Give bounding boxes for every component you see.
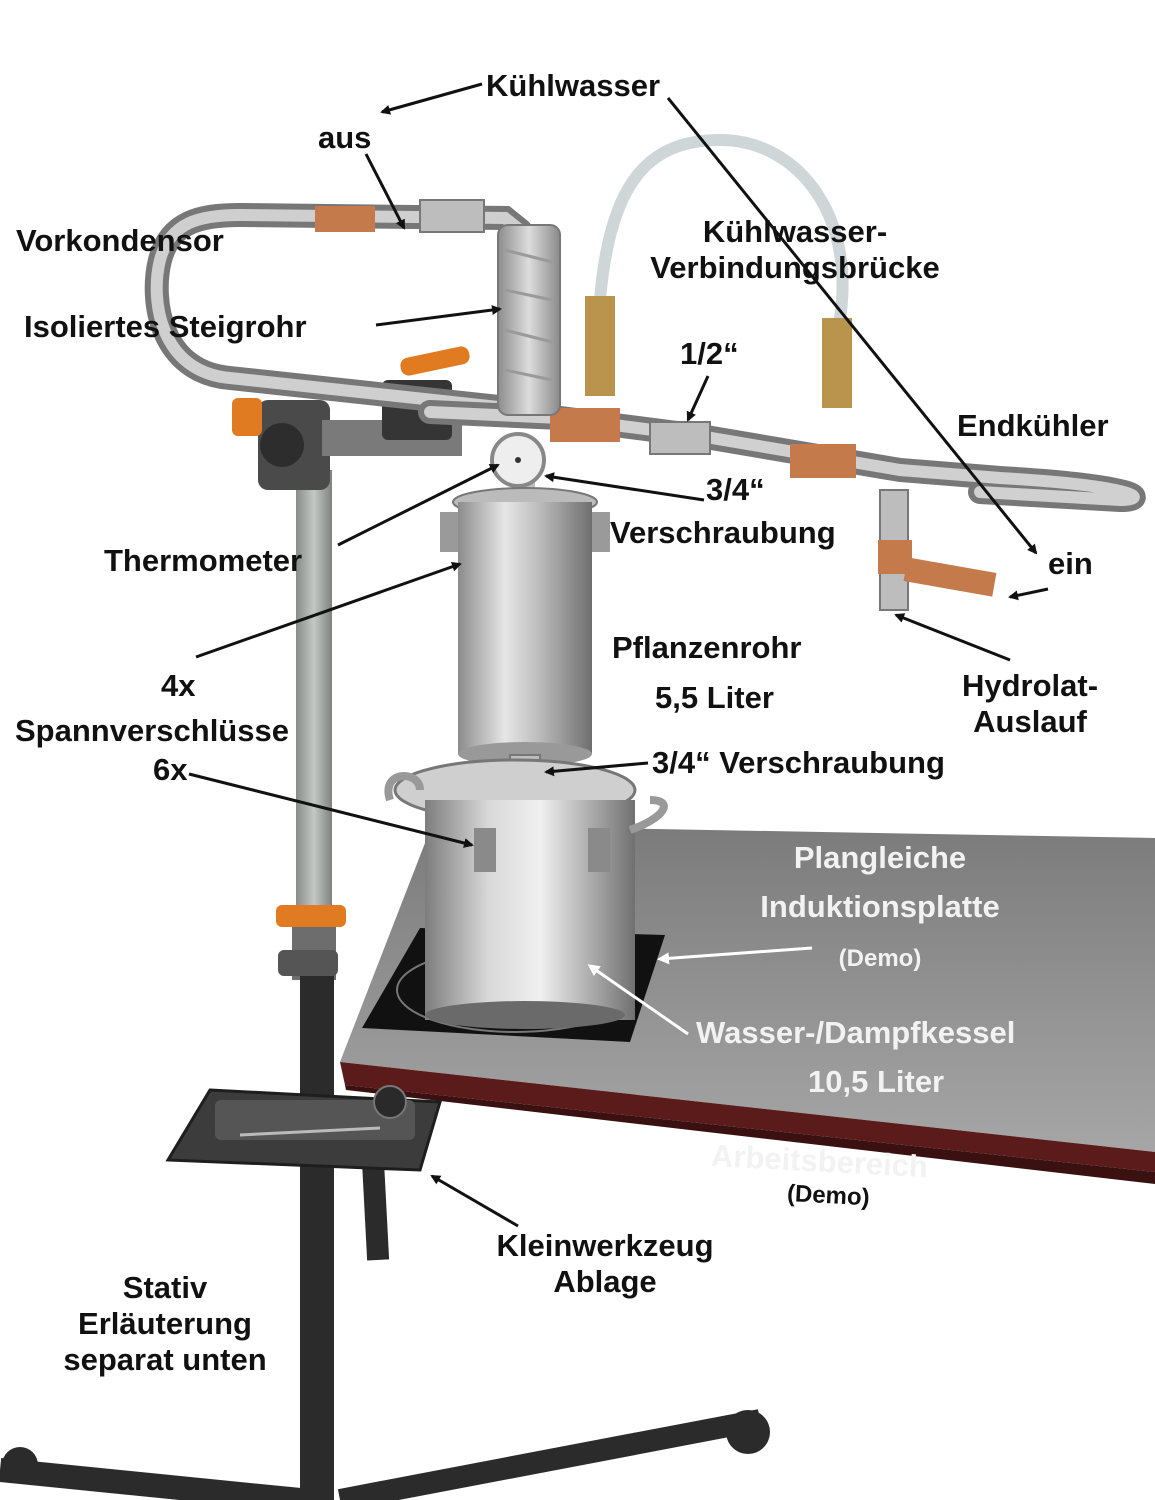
label-aus: aus (318, 120, 372, 155)
label-stativ-note: Stativ Erläuterung separat unten (20, 1270, 310, 1378)
label-spannverschluesse: Spannverschlüsse (15, 713, 289, 748)
label-verschraubung-mid: 3/4“ Verschraubung (652, 745, 945, 780)
label-stativ-line2: Erläuterung (78, 1306, 252, 1341)
label-stativ-line1: Stativ (122, 1270, 208, 1305)
label-demo-work: (Demo) (786, 1179, 871, 1212)
annotation-arrows (188, 82, 1049, 1228)
cooling-water-hose (585, 133, 852, 408)
label-stativ-line3: separat unten (63, 1342, 267, 1377)
label-kuehlwasser-bruecke-line2: Verbindungsbrücke (650, 250, 940, 285)
label-pflanzenrohr: Pflanzenrohr (612, 630, 802, 665)
pre-condenser (144, 199, 557, 424)
label-ablage: Ablage (553, 1264, 657, 1299)
tool-tray (165, 1085, 442, 1172)
label-kleinwerkzeug: Kleinwerkzeug (496, 1228, 714, 1263)
plant-column (440, 487, 610, 796)
label-induktionsplatte: Induktionsplatte (760, 889, 1000, 924)
label-verschraubung-top: Verschraubung (610, 515, 836, 550)
boiler-pot (384, 758, 668, 1029)
label-endkuehler: Endkühler (957, 408, 1109, 443)
label-thermometer: Thermometer (104, 543, 303, 578)
label-vorkondensor: Vorkondensor (16, 223, 224, 258)
tripod-stand (0, 470, 770, 1500)
label-kessel: Wasser-/Dampfkessel (696, 1015, 1016, 1050)
label-isoliertes-steigrohr: Isoliertes Steigrohr (24, 309, 307, 344)
label-hydrolat-line2: Auslauf (973, 704, 1087, 739)
label-kuehlwasser: Kühlwasser (486, 68, 661, 103)
label-kuehlwasser-bruecke-line1: Kühlwasser- (702, 214, 888, 249)
label-demo-plate: (Demo) (838, 945, 922, 972)
label-half-inch: 1/2“ (680, 336, 739, 371)
label-hydrolat-line1: Hydrolat- (961, 668, 1099, 703)
label-count-4x: 4x (161, 668, 196, 703)
label-kleinwerkzeug-ablage: Kleinwerkzeug Ablage (460, 1228, 750, 1300)
annotation-arrows-white (587, 946, 813, 1036)
label-hydrolat-auslauf: Hydrolat- Auslauf (930, 668, 1130, 740)
label-pflanzenrohr-volume: 5,5 Liter (655, 680, 774, 715)
label-ein: ein (1048, 546, 1093, 581)
insulated-riser (497, 224, 561, 416)
label-three-quarter-top: 3/4“ (706, 472, 765, 507)
label-kessel-volume: 10,5 Liter (808, 1064, 945, 1099)
label-kuehlwasser-bruecke: Kühlwasser- Verbindungsbrücke (620, 214, 970, 286)
label-count-6x: 6x (153, 752, 188, 787)
thermometer (490, 432, 546, 490)
main-pipe (418, 400, 1146, 611)
label-plangleiche: Plangleiche (793, 840, 967, 875)
